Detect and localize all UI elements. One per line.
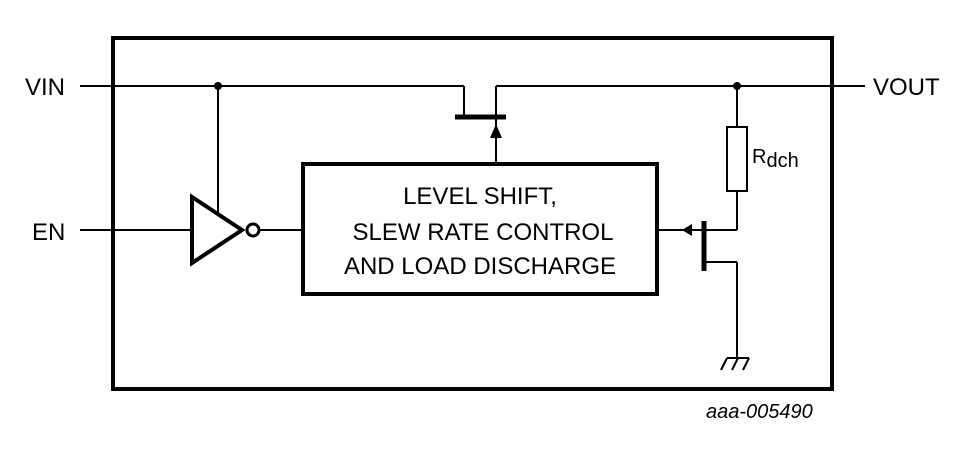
resistor-label: Rdch — [752, 146, 799, 172]
discharge-resistor — [726, 126, 748, 192]
pass-transistor-arrow-icon — [490, 124, 502, 138]
resistor-label-main: R — [752, 146, 766, 168]
control-block-line-1: LEVEL SHIFT, — [403, 183, 557, 210]
vout-label: VOUT — [873, 74, 940, 101]
control-block-line-2: SLEW RATE CONTROL — [353, 219, 614, 246]
inverter-bubble-icon — [245, 222, 261, 238]
inverter-buffer-icon — [190, 193, 246, 267]
en-label: EN — [32, 219, 65, 246]
vin-label: VIN — [25, 74, 65, 101]
discharge-transistor — [657, 221, 738, 358]
ic-boundary — [111, 36, 834, 391]
ground-icon — [720, 357, 750, 371]
figure-id: aaa-005490 — [706, 401, 813, 423]
pass-transistor — [455, 86, 506, 163]
resistor-label-subscript: dch — [766, 150, 798, 172]
control-block — [301, 162, 659, 296]
control-block-line-3: AND LOAD DISCHARGE — [344, 253, 616, 280]
discharge-transistor-arrow-icon — [682, 224, 692, 236]
